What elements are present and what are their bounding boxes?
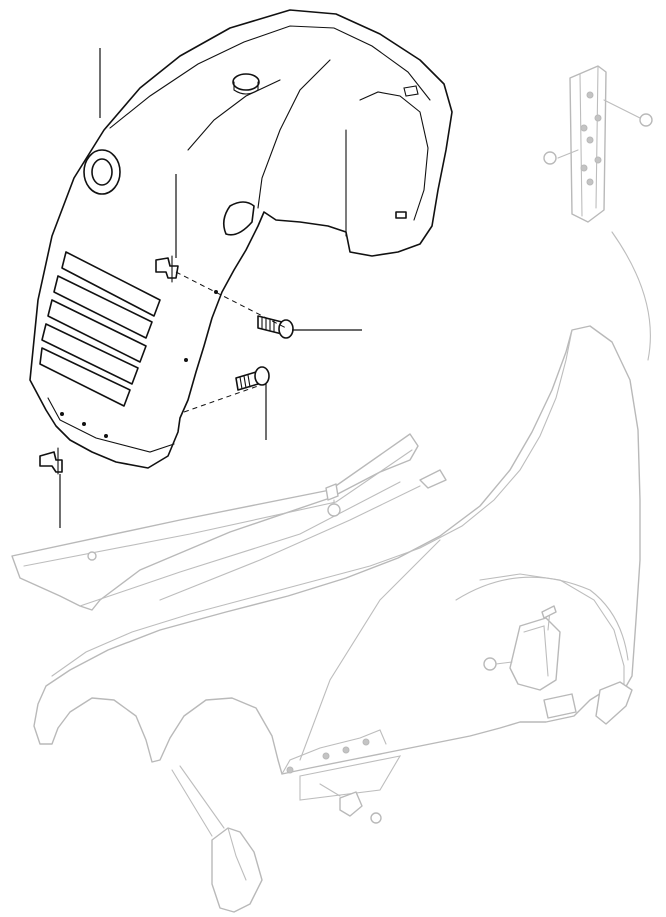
fender-rail-strip	[11, 433, 447, 611]
mud-flap	[171, 765, 263, 913]
assembly-path-1	[175, 271, 287, 329]
leader-lines	[59, 48, 362, 528]
clip-upper	[155, 255, 179, 283]
clip-front	[39, 447, 63, 475]
screw-middle	[257, 315, 294, 339]
fender	[33, 325, 641, 824]
mounting-bracket	[543, 65, 653, 223]
guide-curve	[611, 231, 651, 361]
assembly-path-2	[183, 385, 259, 413]
screw-lower	[235, 366, 270, 391]
wheel-arch-liner	[29, 9, 453, 469]
